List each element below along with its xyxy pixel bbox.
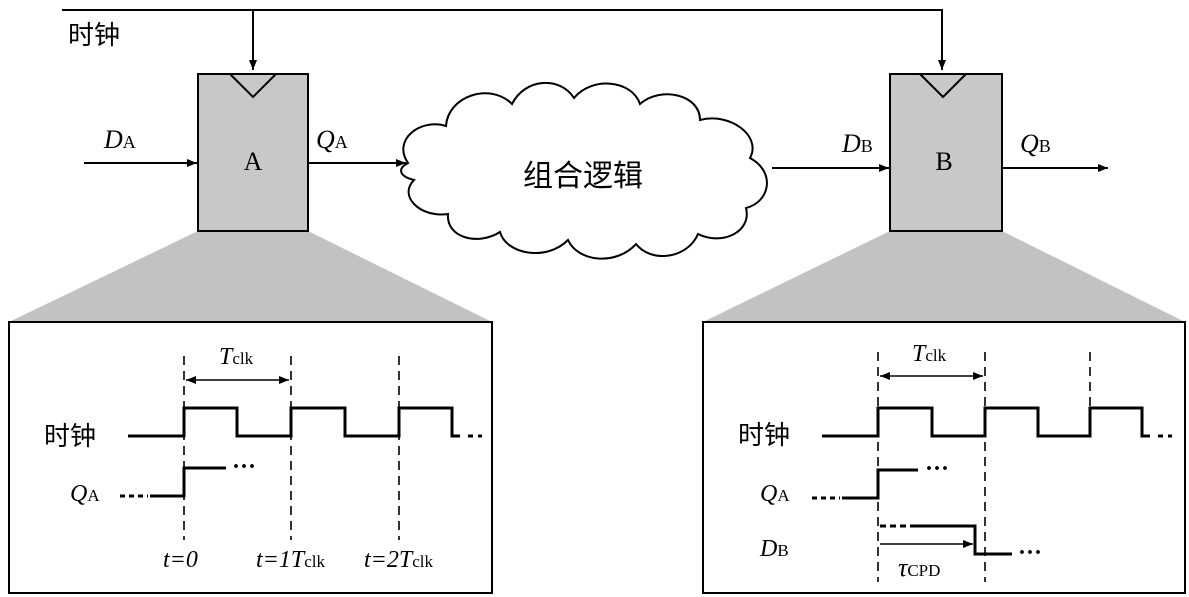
delay-label: τCPD [898, 553, 940, 582]
left-clock-row-label: 时钟 [44, 422, 96, 452]
clock-triangle-b [919, 73, 967, 99]
qb-label: QB [1020, 129, 1051, 158]
left-dashed-markers [183, 356, 400, 540]
right-qa-waveform [842, 468, 918, 500]
flip-flop-b [889, 73, 1003, 232]
flip-flop-a-label: A [244, 147, 263, 176]
left-t0-label: t=0 [163, 547, 198, 573]
qa-label: QA [316, 125, 348, 154]
right-period-label: Tclk [912, 341, 947, 367]
db-label: DB [841, 129, 873, 158]
clock-label: 时钟 [68, 21, 120, 51]
timing-panel-b [702, 321, 1186, 594]
flip-flop-a [197, 73, 309, 232]
combinational-logic-label: 组合逻辑 [523, 159, 643, 194]
right-clock-waveform [822, 406, 1150, 438]
right-qa-trail-dots: ··· [925, 456, 949, 482]
left-qa-trail-dots: ··· [232, 454, 256, 480]
combinational-logic-cloud [400, 82, 768, 260]
timing-panel-a [8, 321, 493, 594]
clock-line [62, 9, 946, 70]
da-label: DA [103, 125, 136, 154]
left-qa-label: QA [70, 481, 100, 507]
left-t2-label: t=2Tclk [364, 547, 433, 573]
left-period-label: Tclk [219, 344, 254, 370]
right-clock-row-label: 时钟 [738, 421, 790, 451]
right-qa-label: QA [760, 481, 790, 507]
projection-b [703, 231, 1185, 322]
left-clock-waveform [128, 406, 460, 438]
right-db-trail-dots: ··· [1018, 540, 1042, 566]
right-db-waveform [912, 524, 1012, 556]
flip-flop-b-label: B [935, 147, 952, 176]
left-qa-waveform [150, 466, 226, 498]
left-t1-label: t=1Tclk [256, 547, 325, 573]
projection-a [9, 231, 492, 322]
right-db-label: DB [759, 536, 789, 562]
clock-triangle-a [229, 73, 277, 99]
